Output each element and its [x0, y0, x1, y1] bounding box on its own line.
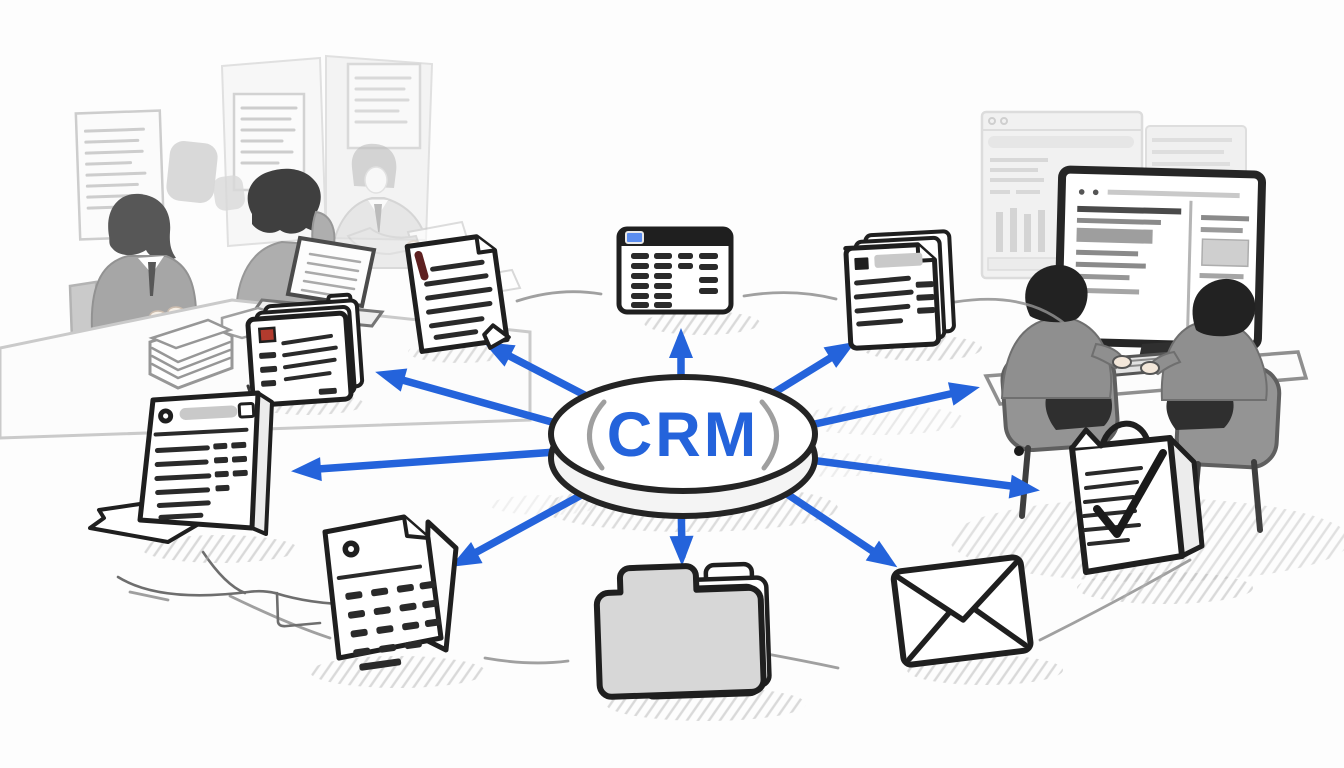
monitor-content-right: [1199, 215, 1250, 280]
doc-square: [854, 257, 869, 271]
document-stack-icon: [843, 229, 956, 351]
arrow-right-lower: [806, 456, 1040, 499]
hair: [247, 168, 321, 234]
wall-note: [166, 141, 218, 203]
person-right-b: [1140, 278, 1268, 430]
bag-front: [1069, 435, 1185, 575]
tie: [148, 262, 156, 296]
tie: [374, 204, 382, 238]
disc-top: [548, 374, 818, 494]
hair: [108, 193, 176, 260]
crm-hub: CRM: [548, 374, 818, 519]
form-display-icon: [88, 384, 274, 544]
arrow-right-upper: [802, 382, 980, 430]
arrow-left: [291, 448, 560, 482]
envelope-icon: [890, 554, 1034, 668]
pants: [1045, 394, 1112, 430]
hub-arrows: [291, 328, 1040, 568]
wall-poster: [346, 62, 422, 150]
contact-cards-icon: [245, 292, 365, 408]
card-red-square: [257, 326, 277, 344]
doc-graybar: [874, 252, 923, 268]
bag-fold: [1069, 427, 1104, 451]
face: [364, 166, 388, 194]
body: [1000, 316, 1113, 399]
report-document-icon: [404, 234, 511, 354]
folder-front: [593, 563, 767, 700]
arrow-down-right: [768, 480, 898, 568]
disc-inner-arc: [759, 399, 779, 471]
faded-bar-chart: [996, 208, 1045, 252]
hand: [1112, 355, 1132, 369]
right-office-scene: [950, 110, 1344, 582]
form-searchbar: [179, 405, 238, 420]
wall-note: [213, 175, 245, 211]
hub-label: CRM: [607, 400, 759, 470]
bag-handle: [1099, 420, 1151, 449]
disc-inner-arc: [587, 399, 607, 471]
ink-dot: [1014, 446, 1024, 456]
pants: [1166, 396, 1234, 430]
window-chip: [625, 231, 644, 244]
spreadsheet-window-icon: [616, 226, 734, 315]
hair: [1192, 278, 1256, 337]
file-folder-icon: [593, 561, 772, 700]
arrow-up-right: [758, 341, 856, 404]
hand: [1140, 361, 1160, 375]
calendar-cells: [345, 580, 442, 671]
arrow-down-left: [450, 482, 602, 567]
checkmark: [1093, 449, 1167, 538]
arrow-left-up: [375, 368, 570, 430]
shopping-bag-icon: [1069, 420, 1205, 575]
red-pen-mark: [414, 251, 429, 281]
desk-calendar-icon: [322, 514, 459, 671]
form-search-square: [237, 402, 256, 419]
page-flap: [482, 323, 511, 350]
table-cells: [631, 253, 718, 308]
monitor-content-left: [1075, 205, 1182, 295]
